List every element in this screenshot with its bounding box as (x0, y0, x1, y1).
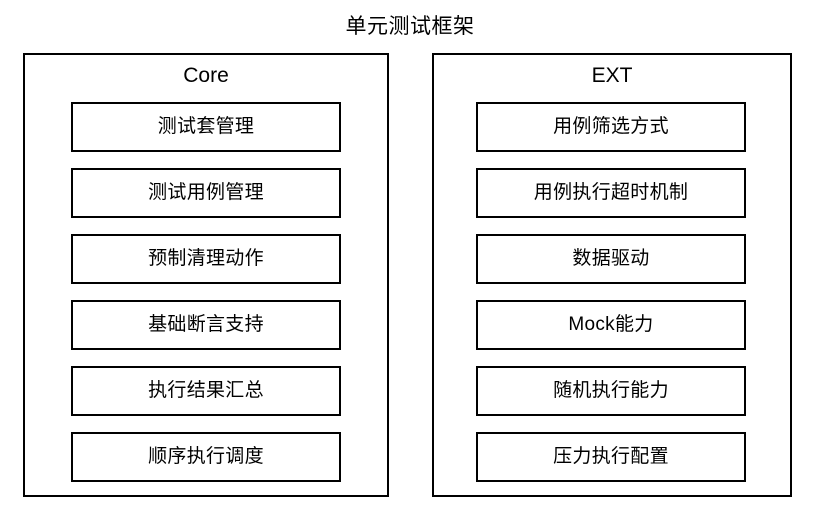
item-label: 随机执行能力 (553, 380, 669, 401)
item-label: 用例筛选方式 (553, 116, 669, 137)
panel-ext: EXT 用例筛选方式 用例执行超时机制 数据驱动 Mock能力 随机执行能力 压… (432, 53, 792, 497)
item-label: 测试用例管理 (148, 182, 264, 203)
item-box[interactable]: 测试套管理 (71, 102, 341, 152)
item-label: 执行结果汇总 (148, 380, 264, 401)
item-box[interactable]: 用例执行超时机制 (476, 168, 746, 218)
item-box[interactable]: 随机执行能力 (476, 366, 746, 416)
item-box[interactable]: 压力执行配置 (476, 432, 746, 482)
panel-core-header: Core (183, 64, 229, 87)
panel-core: Core 测试套管理 测试用例管理 预制清理动作 基础断言支持 执行结果汇总 顺… (23, 53, 389, 497)
item-label: 顺序执行调度 (148, 446, 264, 467)
item-label: 预制清理动作 (148, 248, 264, 269)
item-label: 基础断言支持 (148, 314, 264, 335)
item-label: 压力执行配置 (553, 446, 669, 467)
item-label: Mock能力 (568, 314, 654, 335)
item-box[interactable]: 数据驱动 (476, 234, 746, 284)
item-box[interactable]: Mock能力 (476, 300, 746, 350)
panel-core-item-list: 测试套管理 测试用例管理 预制清理动作 基础断言支持 执行结果汇总 顺序执行调度 (25, 102, 387, 482)
item-box[interactable]: 测试用例管理 (71, 168, 341, 218)
item-box[interactable]: 用例筛选方式 (476, 102, 746, 152)
panel-ext-item-list: 用例筛选方式 用例执行超时机制 数据驱动 Mock能力 随机执行能力 压力执行配… (434, 102, 790, 482)
item-label: 测试套管理 (157, 116, 255, 137)
diagram-title: 单元测试框架 (345, 15, 475, 38)
panel-ext-header: EXT (591, 64, 633, 87)
item-box[interactable]: 执行结果汇总 (71, 366, 341, 416)
item-box[interactable]: 顺序执行调度 (71, 432, 341, 482)
item-label: 数据驱动 (572, 248, 650, 269)
item-label: 用例执行超时机制 (533, 182, 689, 203)
item-box[interactable]: 基础断言支持 (71, 300, 341, 350)
item-box[interactable]: 预制清理动作 (71, 234, 341, 284)
